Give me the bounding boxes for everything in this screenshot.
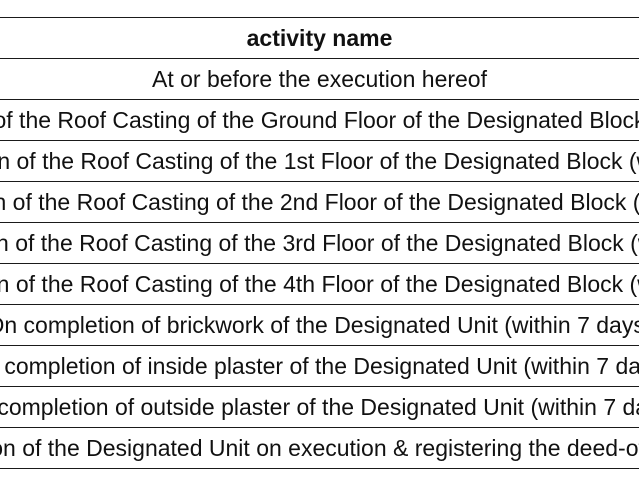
table-row: On completion of outside plaster of the … bbox=[0, 386, 639, 428]
table-row: On completion of inside plaster of the D… bbox=[0, 345, 639, 387]
table-row: On completion of the Roof Casting of the… bbox=[0, 181, 639, 223]
table-row: On completion of brickwork of the Design… bbox=[0, 304, 639, 346]
payment-schedule-table: activity name At or before the execution… bbox=[0, 17, 639, 469]
activity-cell: At or before the execution hereof bbox=[0, 58, 639, 100]
activity-cell: On completion of brickwork of the Design… bbox=[0, 304, 639, 346]
activity-cell: On completion of the Roof Casting of the… bbox=[0, 99, 639, 141]
table-row: On completion of the Roof Casting of the… bbox=[0, 263, 639, 305]
table-row: On completion of the Roof Casting of the… bbox=[0, 222, 639, 264]
activity-cell: On completion of the Roof Casting of the… bbox=[0, 140, 639, 182]
activity-cell: On completion of the Roof Casting of the… bbox=[0, 263, 639, 305]
activity-cell: On completion of inside plaster of the D… bbox=[0, 345, 639, 387]
activity-cell: On completion of the Roof Casting of the… bbox=[0, 222, 639, 264]
table-row: On completion of the Roof Casting of the… bbox=[0, 140, 639, 182]
table-row: On completion of the Roof Casting of the… bbox=[0, 99, 639, 141]
table-row: At or before the execution hereof bbox=[0, 58, 639, 100]
header-row: activity name bbox=[0, 17, 639, 59]
activity-name-header: activity name bbox=[0, 17, 639, 59]
activity-cell: On completion of outside plaster of the … bbox=[0, 386, 639, 428]
activity-cell: On completion of the Roof Casting of the… bbox=[0, 181, 639, 223]
activity-cell: On possession of the Designated Unit on … bbox=[0, 427, 639, 469]
table-row: On possession of the Designated Unit on … bbox=[0, 427, 639, 469]
